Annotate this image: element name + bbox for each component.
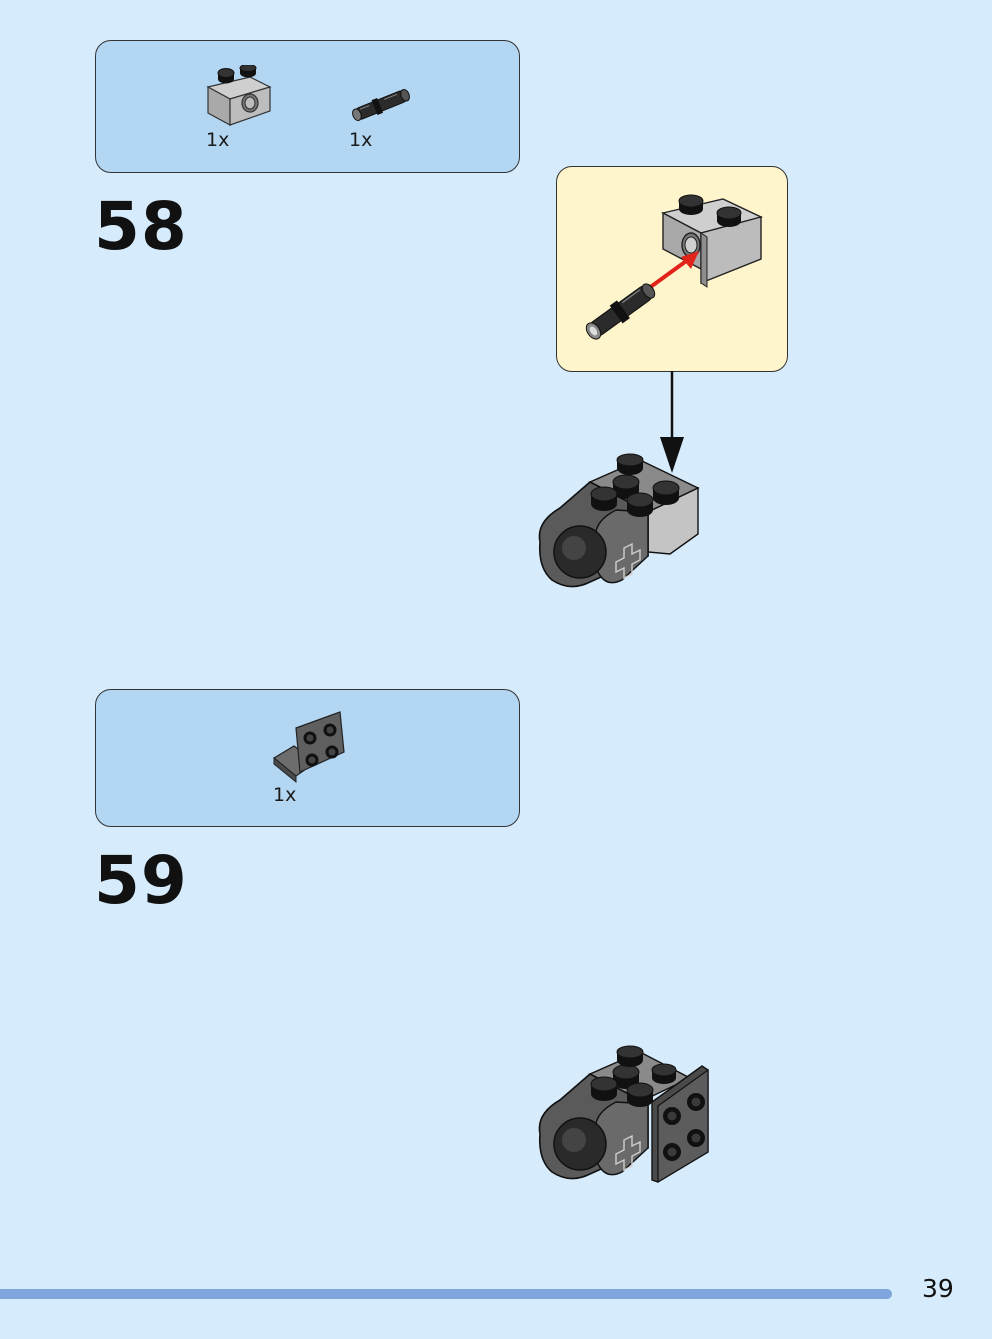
parts-list-step-59: 1x	[95, 689, 520, 827]
technic-pin-icon	[352, 88, 410, 122]
bracket-plate-icon	[272, 711, 345, 784]
step-number: 58	[94, 188, 188, 265]
page-number: 39	[922, 1274, 954, 1303]
part-quantity: 1x	[206, 129, 230, 151]
callout-subassembly	[556, 166, 788, 372]
step-number: 59	[94, 842, 188, 919]
footer-bar	[0, 1289, 892, 1299]
model-assembly-step-58	[538, 453, 700, 588]
technic-brick-1x2-with-hole-icon	[206, 65, 272, 127]
technic-pin-icon	[585, 283, 656, 340]
part-quantity: 1x	[273, 784, 297, 806]
model-assembly-step-59	[538, 1045, 709, 1184]
down-arrow-icon	[660, 371, 684, 473]
part-quantity: 1x	[349, 129, 373, 151]
parts-list-step-58: 1x 1x	[95, 40, 520, 173]
